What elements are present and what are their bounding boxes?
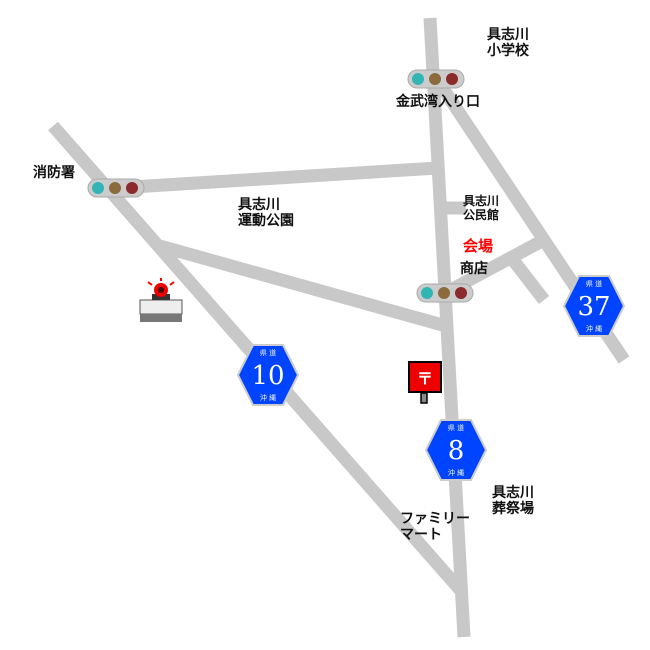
route-sign-37-icon: 県 道 37 沖 縄: [562, 275, 626, 337]
route-sign-8-icon: 県 道 8 沖 縄: [424, 419, 488, 481]
traffic-light-icon: [416, 283, 474, 303]
route-sign-top: 県 道: [260, 348, 276, 357]
label-hall-line: 公民館: [463, 208, 500, 222]
route-sign-10-icon: 県 道 10 沖 縄: [236, 344, 300, 406]
road-route-8: [423, 17, 471, 638]
label-hall-line: 具志川: [463, 194, 500, 208]
route-sign-number: 8: [448, 436, 465, 466]
label-venue: 会場: [463, 237, 494, 255]
road-middle-diagonal: [158, 239, 448, 333]
label-school-line: 具志川: [487, 27, 529, 43]
label-community-hall: 具志川公民館: [463, 194, 499, 222]
label-mart-line: ファミリー: [400, 511, 470, 527]
label-kinbu-intersection: 金武湾入り口: [396, 94, 480, 110]
route-sign-top: 県 道: [448, 423, 464, 432]
route-sign-number: 37: [577, 292, 610, 322]
route-sign-bottom: 沖 縄: [448, 468, 464, 477]
label-park-line: 具志川: [238, 197, 280, 213]
route-sign-top: 県 道: [586, 279, 602, 288]
label-park-line: 運動公園: [238, 213, 294, 229]
label-shop: 商店: [460, 261, 488, 277]
police-box-icon: [139, 278, 183, 322]
traffic-light-icon: [87, 178, 145, 198]
road-top-horizontal: [99, 161, 439, 196]
route-sign-bottom: 沖 縄: [586, 324, 602, 333]
label-mart-line: マート: [400, 527, 442, 543]
postbox-mark: 〒: [417, 369, 433, 388]
postbox-icon: 〒: [408, 361, 442, 404]
route-sign-bottom: 沖 縄: [260, 393, 276, 402]
road-stub: [504, 252, 550, 304]
traffic-light-icon: [407, 69, 465, 89]
label-park: 具志川運動公園: [238, 197, 294, 229]
label-funeral-hall: 具志川葬祭場: [492, 485, 534, 517]
label-school-line: 小学校: [487, 43, 529, 59]
label-school: 具志川小学校: [487, 27, 529, 59]
label-family-mart: ファミリーマート: [400, 511, 470, 543]
label-fire-station: 消防署: [33, 165, 75, 181]
label-funeral-line: 具志川: [492, 485, 534, 501]
route-sign-number: 10: [251, 361, 284, 391]
label-funeral-line: 葬祭場: [492, 501, 534, 517]
